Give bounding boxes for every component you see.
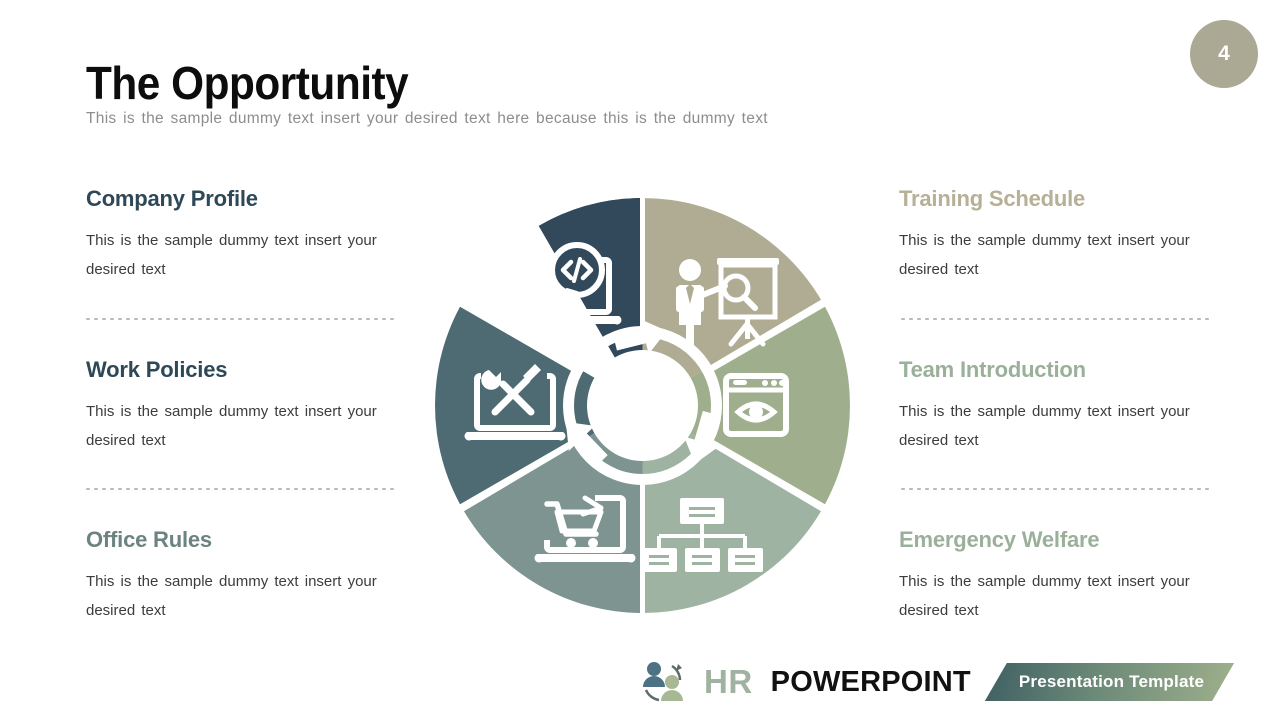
circular-arrows-hub — [565, 319, 719, 465]
item-training-schedule[interactable]: Training Schedule This is the sample dum… — [899, 186, 1229, 285]
divider-right-2 — [899, 488, 1209, 490]
item-description: This is the sample dummy text insert you… — [86, 403, 377, 450]
item-office-rules[interactable]: Office Rules This is the sample dummy te… — [86, 527, 416, 626]
item-emergency-welfare[interactable]: Emergency Welfare This is the sample dum… — [899, 527, 1229, 626]
hr-label: HR — [704, 663, 753, 700]
item-description: This is the sample dummy text insert you… — [899, 573, 1190, 620]
item-heading: Training Schedule — [899, 186, 1086, 211]
page-number-badge: 4 — [1190, 20, 1258, 88]
presentation-template-banner: Presentation Template — [985, 663, 1234, 701]
laptop-cart-icon — [534, 494, 636, 563]
laptop-tools-icon — [464, 364, 566, 441]
item-heading: Team Introduction — [899, 357, 1086, 382]
item-heading: Emergency Welfare — [899, 527, 1100, 552]
banner-label: Presentation Template — [1018, 672, 1205, 691]
item-heading: Company Profile — [86, 186, 258, 211]
laptop-code-icon — [520, 242, 622, 325]
people-cycle-icon — [643, 662, 683, 702]
segmented-wheel-diagram — [435, 198, 850, 613]
item-heading: Work Policies — [86, 357, 228, 382]
item-description: This is the sample dummy text insert you… — [899, 232, 1190, 279]
item-company-profile[interactable]: Company Profile This is the sample dummy… — [86, 186, 416, 285]
org-chart-icon — [642, 498, 763, 572]
divider-left-2 — [84, 488, 394, 490]
item-description: This is the sample dummy text insert you… — [86, 573, 377, 620]
divider-left-1 — [84, 318, 394, 320]
page-subtitle: This is the sample dummy text insert you… — [86, 110, 768, 127]
item-work-policies[interactable]: Work Policies This is the sample dummy t… — [86, 357, 416, 456]
item-team-introduction[interactable]: Team Introduction This is the sample dum… — [899, 357, 1229, 456]
divider-right-1 — [899, 318, 1209, 320]
footer-branding: HR POWERPOINT Presentation Template — [638, 658, 1234, 706]
page-title: The Opportunity — [86, 57, 409, 109]
presenter-board-icon — [676, 258, 779, 347]
item-description: This is the sample dummy text insert you… — [899, 403, 1190, 450]
browser-eye-icon — [723, 373, 789, 437]
powerpoint-label: POWERPOINT — [770, 665, 971, 698]
page-number: 4 — [1218, 42, 1230, 65]
item-description: This is the sample dummy text insert you… — [86, 232, 377, 279]
item-heading: Office Rules — [86, 527, 212, 552]
